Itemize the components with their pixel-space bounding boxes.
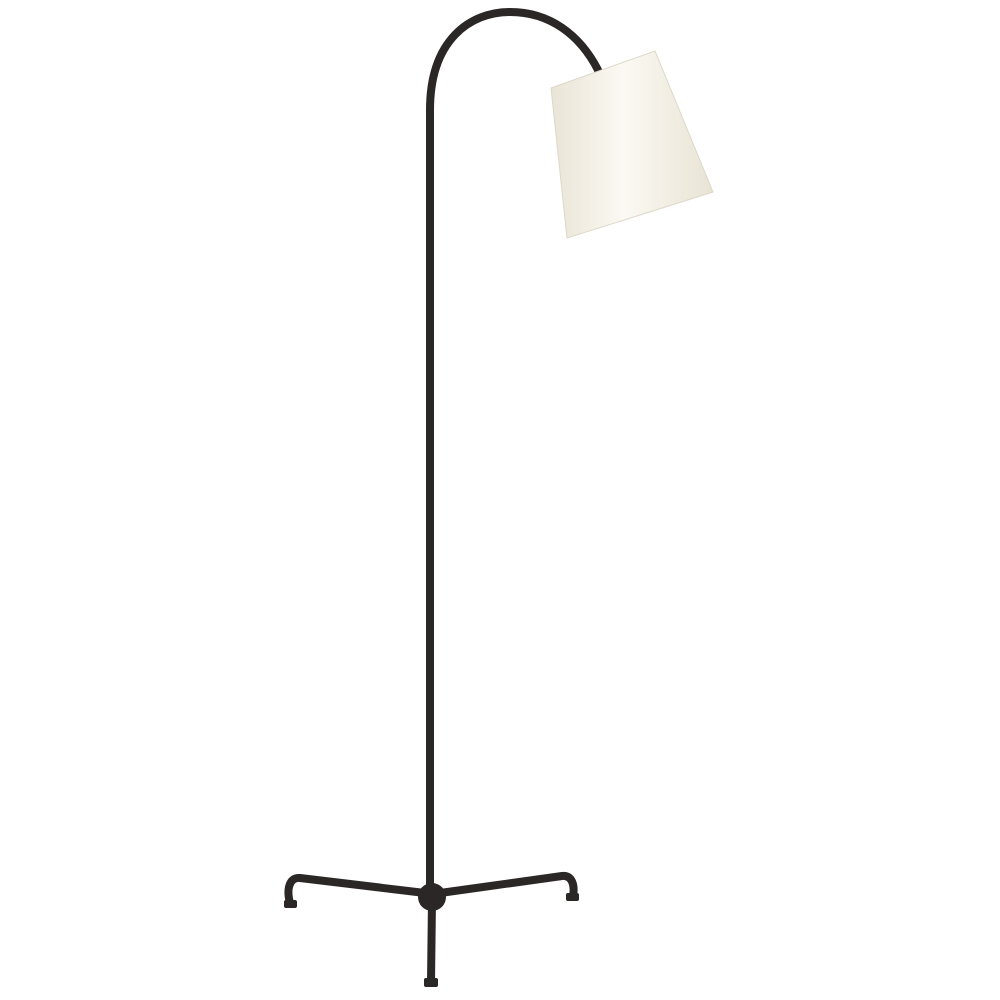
right-foot (566, 893, 579, 901)
right-leg (436, 871, 578, 900)
left-foot (284, 900, 297, 908)
left-leg (284, 874, 429, 907)
front-leg (427, 896, 436, 986)
lamp-base (284, 871, 578, 986)
lamp-feet (284, 883, 579, 987)
front-foot (424, 978, 438, 987)
lamp-arm (426, 7, 602, 894)
base-hub (418, 883, 446, 911)
lamp-shade (550, 50, 714, 239)
lamp-pole (426, 7, 602, 894)
